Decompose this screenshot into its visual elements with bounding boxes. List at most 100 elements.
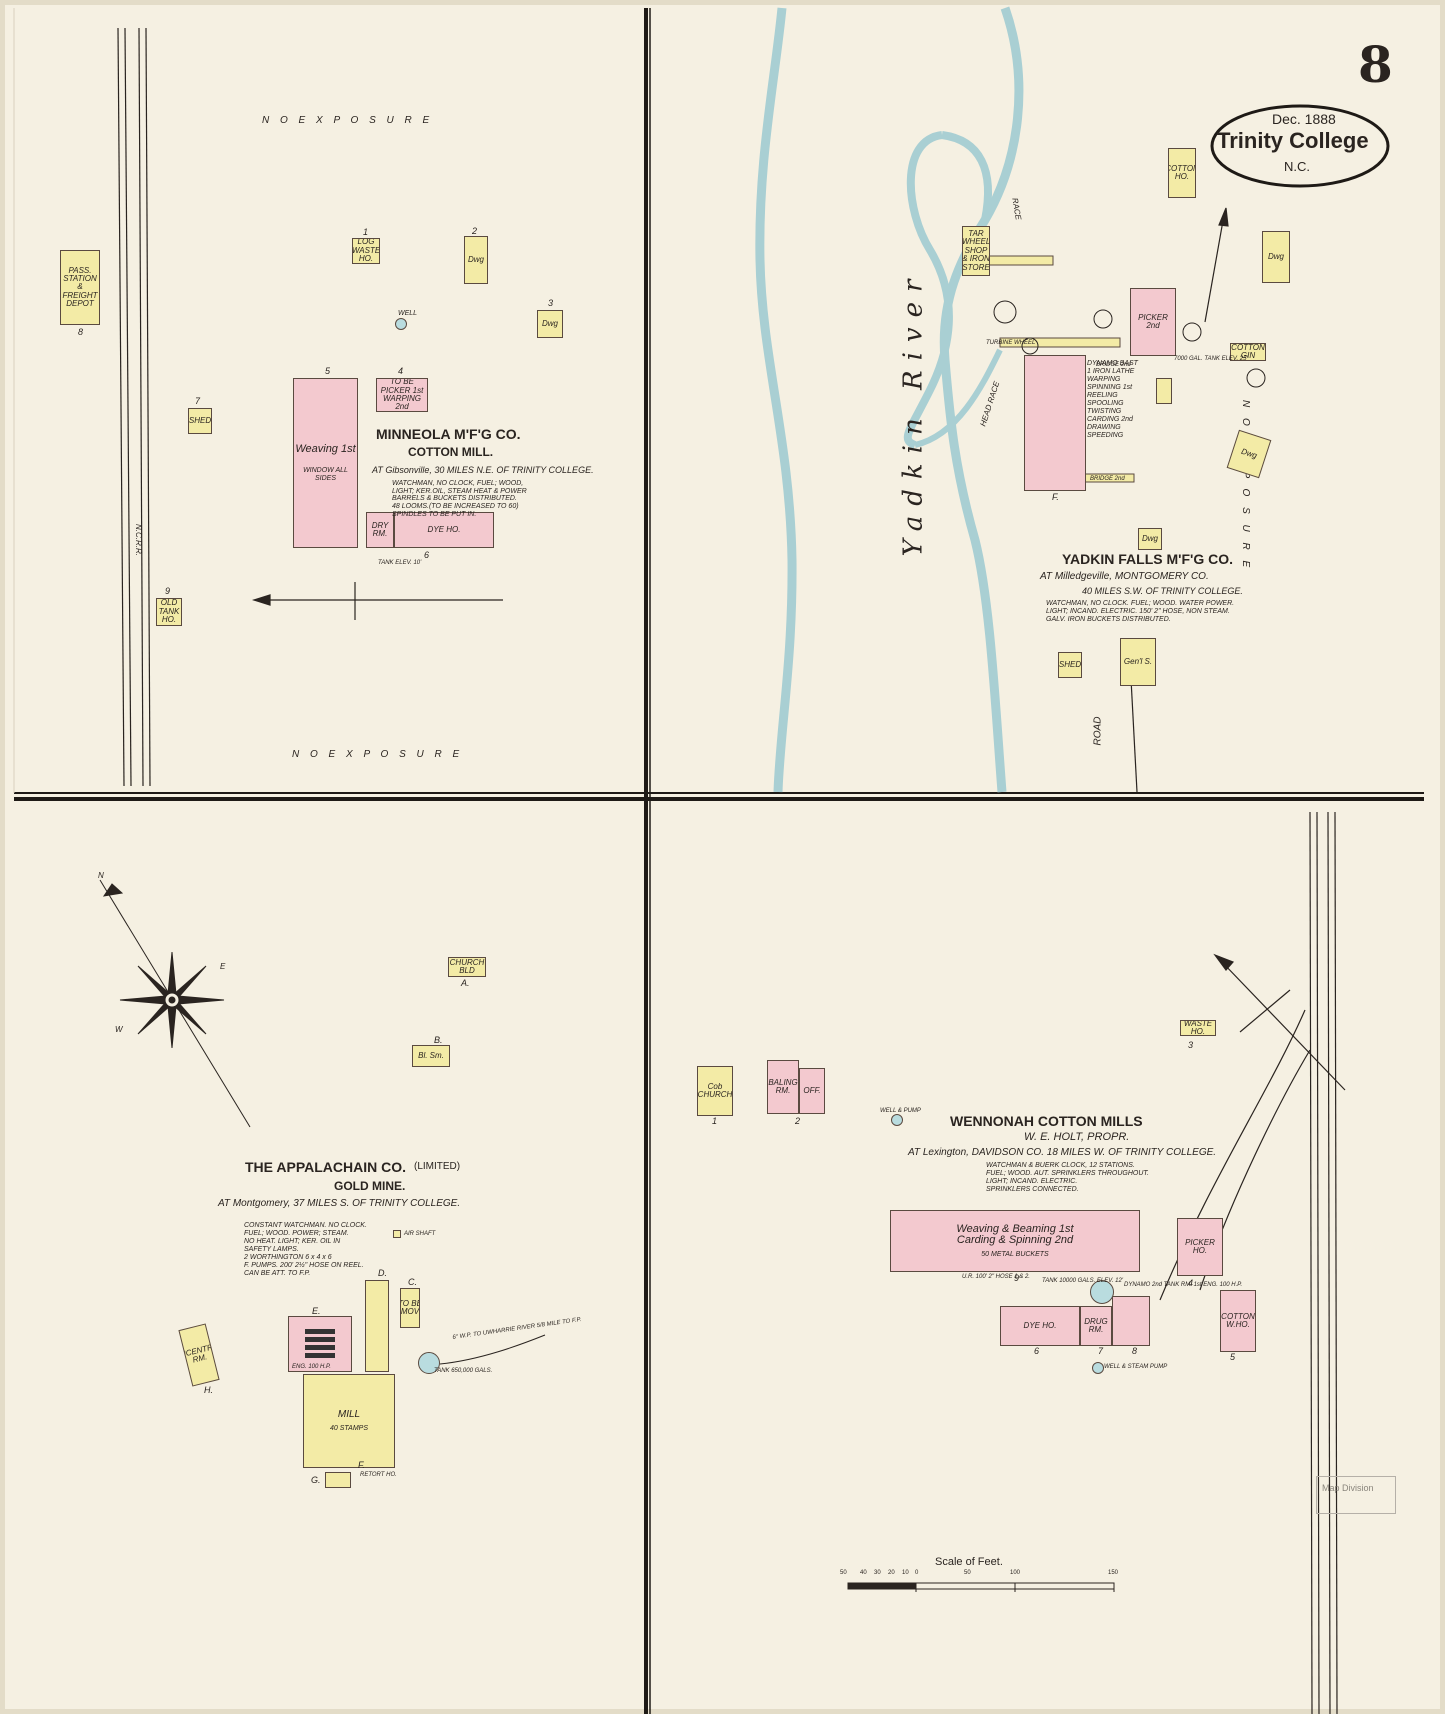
appalachian-note: FUEL; WOOD. POWER; STEAM.	[244, 1230, 349, 1238]
num-w6: 6	[1034, 1346, 1040, 1356]
num-w4: 4	[1188, 1278, 1194, 1288]
railroad-label: N.C.R.R.	[134, 524, 143, 556]
letter-g: G.	[311, 1475, 321, 1485]
wennonah-title: WENNONAH COTTON MILLS	[950, 1113, 1143, 1129]
mill-note: DRAWING	[1087, 424, 1121, 432]
tank-label: TANK ELEV. 10'	[378, 560, 422, 566]
yadkin-north-arrow	[1204, 207, 1229, 323]
minneola-exposure-bottom: N O E X P O S U R E	[292, 749, 464, 760]
well-steam-label: WELL & STEAM PUMP	[1104, 1364, 1168, 1370]
mill-note: 1 IRON LATHE	[1087, 368, 1135, 376]
compass-n: N	[98, 871, 104, 880]
scale-tick: 50	[964, 1570, 971, 1576]
appalachian-notes: CONSTANT WATCHMAN. NO CLOCK. FUEL; WOOD.…	[244, 1222, 367, 1278]
baling-room: BALING RM.	[767, 1060, 799, 1114]
yadkin-mill	[1024, 355, 1086, 491]
minneola-note: LIGHT; KER.OIL, STEAM HEAT & POWER	[392, 487, 527, 495]
yadkin-tank-building	[1156, 378, 1172, 404]
mill-note: SPOOLING	[1087, 400, 1124, 408]
scale-bar	[847, 1582, 1115, 1592]
dye-house-w: DYE HO.	[1000, 1306, 1080, 1346]
yadkin-river	[755, 6, 1024, 793]
turbine-wheel	[1021, 337, 1039, 355]
scale-ticks: 50 40 30 20 10 0 50 100 150	[840, 1570, 1130, 1580]
num-w5: 5	[1230, 1352, 1236, 1362]
scale-tick: 50	[840, 1570, 847, 1576]
mill-note: WARPING	[1087, 376, 1121, 384]
num-6: 6	[424, 550, 430, 560]
dynamo-label: DYNAMO 2nd TANK RM. 1st ENG. 100 H.P.	[1124, 1282, 1243, 1288]
scale-tick: 10	[902, 1570, 909, 1576]
depot-building: PASS. STATION & FREIGHT DEPOT	[60, 250, 100, 325]
letter-c: C.	[408, 1277, 417, 1287]
appalachian-note: CONSTANT WATCHMAN. NO CLOCK.	[244, 1222, 367, 1229]
yadkin-note: LIGHT; INCAND. ELECTRIC. 150' 2" HOSE, N…	[1046, 608, 1230, 616]
main-mill: Weaving & Beaming 1st Carding & Spinning…	[890, 1210, 1140, 1272]
num-9: 9	[165, 586, 171, 596]
wennonah-note: FUEL; WOOD. AUT. SPRINKLERS THROUGHOUT.	[986, 1170, 1149, 1178]
num-w9: 9	[1014, 1273, 1020, 1283]
engine-house-w	[1112, 1296, 1150, 1346]
stamp-text: Map Division	[1322, 1483, 1374, 1493]
railroad-nc	[117, 27, 151, 787]
minneola-note: SPINDLES TO BE PUT IN.	[392, 510, 477, 518]
num-w7: 7	[1098, 1346, 1104, 1356]
num-4: 4	[398, 366, 404, 376]
panel-dividers	[13, 8, 1424, 1714]
well-label: WELL	[398, 310, 418, 317]
cob-church: Cob CHURCH	[697, 1066, 733, 1116]
dye-house: DYE HO.	[394, 512, 494, 548]
engine-room	[288, 1316, 352, 1372]
num-7: 7	[195, 396, 201, 406]
letter-e: E.	[312, 1306, 321, 1316]
letter-f: F.	[358, 1460, 365, 1470]
mill-note: SPEEDING	[1087, 432, 1124, 440]
yadkin-notes: WATCHMAN, NO CLOCK. FUEL; WOOD. WATER PO…	[1046, 600, 1234, 624]
yadkin-note: GALV. IRON BUCKETS DISTRIBUTED.	[1046, 616, 1171, 624]
picker-building: TO BE PICKER 1st WARPING 2nd	[376, 378, 428, 412]
wennonah-proprietor: W. E. HOLT, PROPR.	[1024, 1131, 1130, 1143]
shed-7: SHED	[188, 408, 212, 434]
engine-label: ENG. 100 H.P.	[292, 1364, 331, 1370]
wennonah-note: WATCHMAN & BUERK CLOCK, 12 STATIONS.	[986, 1162, 1135, 1169]
picker-house: PICKER 2nd	[1130, 288, 1176, 356]
compass-w: W	[115, 1025, 123, 1034]
scale-label: Scale of Feet.	[935, 1556, 1003, 1568]
mill-note: DYNAMO BAST	[1087, 360, 1138, 367]
minneola-location: AT Gibsonville, 30 MILES N.E. OF TRINITY…	[372, 465, 594, 475]
retort-label: RETORT HO.	[360, 1472, 397, 1478]
yadkin-note: WATCHMAN, NO CLOCK. FUEL; WOOD. WATER PO…	[1046, 600, 1235, 607]
shed-h: SHED	[1058, 652, 1082, 678]
minneola-north-arrow	[251, 582, 503, 620]
page-number: 8	[1358, 35, 1393, 94]
wennonah-notes: WATCHMAN & BUERK CLOCK, 12 STATIONS. FUE…	[986, 1162, 1149, 1194]
compass-rose	[99, 879, 251, 1128]
old-tank-house: OLD TANK HO.	[156, 598, 182, 626]
cotton-gin: COTTON GIN	[1230, 343, 1266, 361]
mill-label-f: F.	[1052, 492, 1059, 502]
air-shaft	[393, 1230, 401, 1238]
yadkin-exposure: N O E X P O S U R E	[1240, 400, 1251, 572]
wheel-shop: TAR WHEEL SHOP & IRON STORE	[962, 226, 990, 276]
tank-circle	[418, 1352, 440, 1374]
wennonah-north-arrow	[1213, 953, 1346, 1091]
tank-circle-w	[1090, 1280, 1114, 1304]
num-2: 2	[472, 226, 478, 236]
letter-d: D.	[378, 1268, 387, 1278]
letter-b: B.	[434, 1035, 443, 1045]
mill-note: TWISTING	[1087, 408, 1122, 416]
drug-room: DRUG RM.	[1080, 1306, 1112, 1346]
circle-zero	[993, 300, 1017, 324]
picker-house-w: PICKER HO.	[1177, 1218, 1223, 1276]
compass-e: E	[220, 962, 226, 971]
wennonah-note: SPRINKLERS CONNECTED.	[986, 1186, 1079, 1194]
railroad-wennonah	[1159, 811, 1338, 1714]
minneola-exposure-top: N O E X P O S U R E	[262, 115, 434, 126]
removed-building-c: TO BE REMOVED	[400, 1288, 420, 1328]
air-shaft-label: AIR SHAFT	[404, 1231, 436, 1237]
bridge-label-1: BRIDGE 2nd	[1096, 362, 1131, 368]
minneola-note: 48 LOOMS.(TO BE INCREASED TO 60)	[392, 503, 519, 511]
mill-note: SPINNING 1st	[1087, 384, 1133, 392]
scale-tick: 30	[874, 1570, 881, 1576]
waste-house: WASTE HO.	[1180, 1020, 1216, 1036]
